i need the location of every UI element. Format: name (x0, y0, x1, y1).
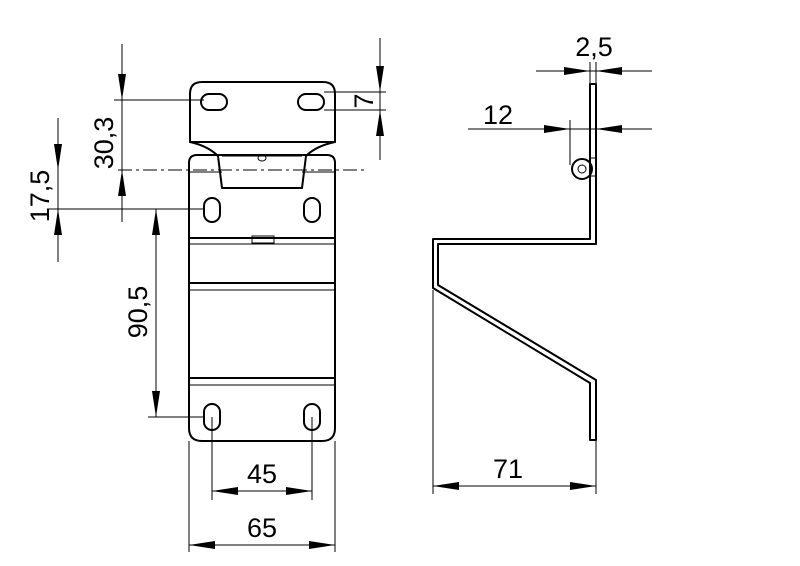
side-view (432, 83, 597, 441)
label-17-5: 17,5 (25, 170, 55, 223)
top-tab-outline (189, 81, 336, 143)
dim-30-3-arrow-1 (118, 74, 126, 100)
dim-17-5-arrow-1 (54, 144, 62, 170)
label-65: 65 (247, 513, 277, 543)
side-profile (432, 83, 597, 441)
slot-mid-right (303, 197, 321, 223)
label-12: 12 (483, 100, 513, 130)
slot-top-left (200, 93, 228, 111)
bend-notch (251, 235, 275, 244)
hinge-pin-side (577, 164, 587, 174)
dim-45-arrow-1 (212, 487, 238, 495)
dim-30-3-arrow-2 (118, 170, 126, 196)
dim-2-5-arrow-2 (596, 67, 622, 75)
dim-71-arrow-1 (433, 482, 459, 490)
dim-65-arrow-1 (189, 541, 215, 549)
dim-65-arrow-2 (309, 541, 335, 549)
dim-12-arrow-1 (544, 125, 570, 133)
label-2-5: 2,5 (575, 32, 613, 62)
label-90-5: 90,5 (123, 286, 153, 339)
dim-71-arrow-2 (570, 482, 596, 490)
dim-7-arrow-2 (376, 110, 384, 136)
dim-7-arrow-1 (376, 66, 384, 92)
hinge-curl (189, 141, 336, 189)
label-7: 7 (349, 93, 379, 108)
dim-2-5-arrow-1 (564, 67, 590, 75)
dim-90-5-arrow-1 (152, 209, 160, 235)
dim-45-arrow-2 (286, 487, 312, 495)
dim-12-arrow-2 (596, 125, 622, 133)
dimension-labels: 2,5 12 71 45 65 7 30,3 17,5 90,5 (25, 32, 613, 543)
main-plate-outline (188, 154, 336, 442)
dim-17-5-arrow-2 (54, 209, 62, 235)
front-view (118, 81, 365, 442)
dimension-lines (48, 38, 652, 552)
dim-90-5-arrow-2 (152, 391, 160, 417)
label-45: 45 (247, 459, 277, 489)
hinge-curl-side (571, 158, 593, 180)
slot-top-right (297, 93, 325, 111)
label-71: 71 (493, 454, 523, 484)
hinge-pin-hole (257, 154, 267, 162)
slot-mid-left (203, 197, 221, 223)
label-30-3: 30,3 (89, 117, 119, 170)
